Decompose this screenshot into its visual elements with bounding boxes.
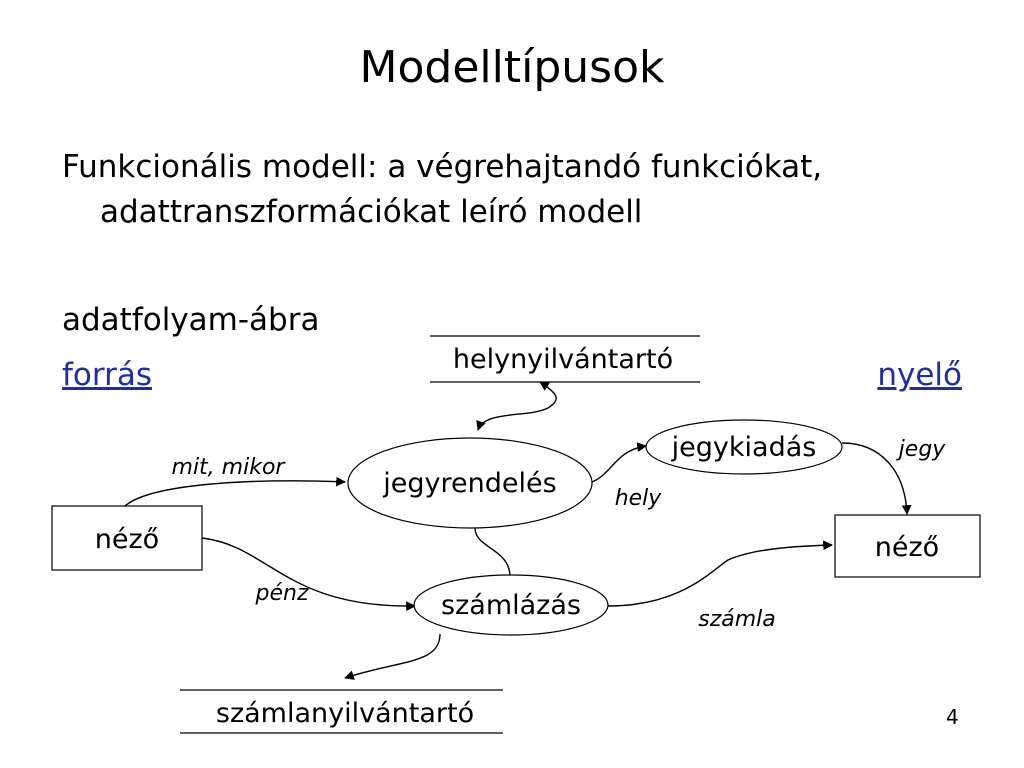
process-jegykiadas xyxy=(645,419,843,475)
flow-mit-mikor xyxy=(124,476,346,507)
bullet-functional-model: Funkcionális modell: a végrehajtandó fun… xyxy=(62,149,823,230)
flow-hely xyxy=(591,442,647,483)
flow-label-jegy: jegy xyxy=(896,437,947,462)
source-nezo-box xyxy=(51,505,203,571)
store-helynyilvantarto: helynyilvántartó xyxy=(453,344,673,375)
page-number: 4 xyxy=(946,705,959,729)
flow-label-hely: hely xyxy=(615,486,663,511)
flow-jegy xyxy=(841,442,912,515)
process-jegyrendeles xyxy=(347,437,593,529)
flow-store-to-jegyrendeles xyxy=(476,381,557,431)
flow-label-mit-mikor: mit, mikor xyxy=(172,455,287,480)
flow-szamlazas-to-store xyxy=(344,633,441,680)
process-szamlazas xyxy=(413,574,609,636)
process-label-jegyrendeles: jegyrendelés xyxy=(382,468,556,499)
flow-label-szamla: számla xyxy=(698,607,776,632)
bullet-data-flow-diagram: adatfolyam-ábra xyxy=(62,302,320,338)
flow-szamla xyxy=(607,540,833,607)
source-nezo-label: néző xyxy=(95,524,159,555)
process-label-szamlazas: számlázás xyxy=(441,590,581,621)
store-szamlanyilvantarto: számlanyilvántartó xyxy=(216,698,474,729)
flow-jegyrendeles-szamlazas xyxy=(474,527,511,576)
source-link[interactable]: forrás xyxy=(62,357,152,393)
process-label-jegykiadas: jegykiadás xyxy=(671,432,817,463)
flow-penz xyxy=(201,537,416,612)
sink-nezo-label: néző xyxy=(875,532,939,563)
sink-nezo-box xyxy=(834,514,981,578)
flow-label-penz: pénz xyxy=(255,581,309,606)
slide-title: Modelltípusok xyxy=(359,42,665,93)
sink-link[interactable]: nyelő xyxy=(877,357,962,393)
